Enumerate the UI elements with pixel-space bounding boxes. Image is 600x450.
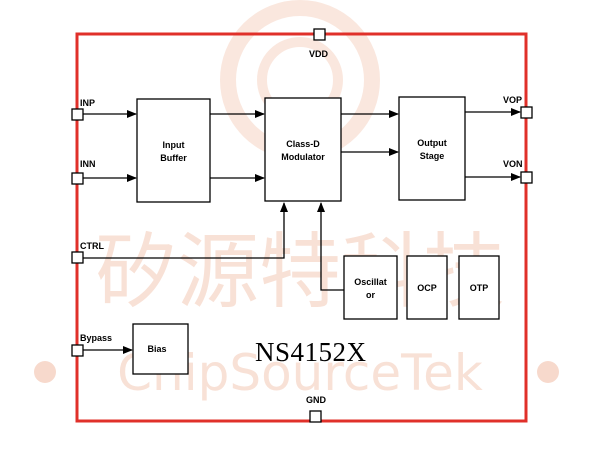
block-output-stage [398,96,466,201]
block-otp [458,255,500,320]
input-buffer-label-1: Input [163,140,185,150]
modulator-label-2: Modulator [281,152,325,162]
label-vdd: VDD [309,49,329,59]
label-bypass: Bypass [80,333,112,343]
block-ocp [406,255,448,320]
pin-inn [71,172,84,185]
label-vop: VOP [503,95,522,105]
label-inn: INN [80,159,96,169]
input-buffer-label-2: Buffer [160,153,187,163]
block-input-buffer [136,98,211,203]
wire-ctrl [83,202,288,259]
label-ctrl: CTRL [80,241,104,251]
pin-bypass [71,344,84,357]
pin-ctrl [71,251,84,264]
chip-boundary [75,32,528,423]
oscillator-label-1: Oscillat [354,277,387,287]
block-oscillator [343,255,398,320]
chip-name: NS4152X [255,337,367,367]
label-von: VON [503,159,523,169]
pin-vdd [313,28,326,41]
bias-label: Bias [147,344,166,354]
wire-oscillator [317,202,344,291]
otp-label: OTP [470,283,489,293]
block-bias [132,323,189,375]
pin-gnd [309,410,322,423]
pin-vop [520,106,533,119]
pin-inp [71,108,84,121]
output-stage-label-2: Stage [420,151,445,161]
modulator-label-1: Class-D [286,139,320,149]
block-modulator [264,97,342,202]
label-gnd: GND [306,395,327,405]
pin-von [520,171,533,184]
oscillator-label-2: or [366,290,375,300]
label-inp: INP [80,98,95,108]
output-stage-label-1: Output [417,138,447,148]
ocp-label: OCP [417,283,437,293]
